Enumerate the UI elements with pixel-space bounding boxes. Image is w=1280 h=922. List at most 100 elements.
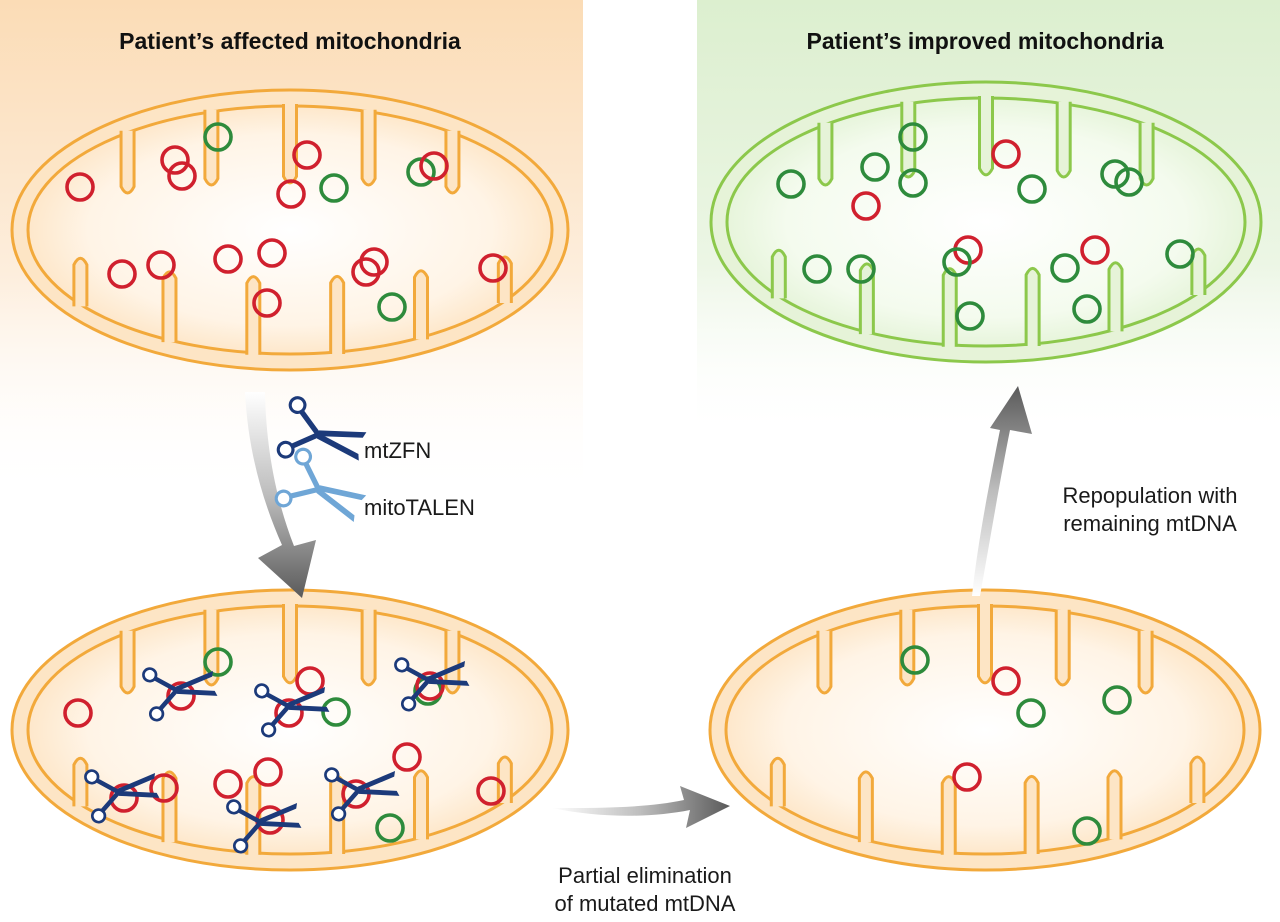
mutated-mtdna-circle [65, 172, 95, 202]
wildtype-mtdna-circle [900, 645, 930, 675]
mutated-mtdna-circle [107, 259, 137, 289]
crista [770, 248, 787, 299]
wildtype-mtdna-circle [1072, 816, 1102, 846]
scissors-icon [226, 799, 302, 854]
mutated-mtdna-circle [359, 247, 389, 277]
crista [329, 274, 346, 354]
wildtype-mtdna-circle [1100, 159, 1130, 189]
wildtype-mtdna-circle [203, 122, 233, 152]
wildtype-mtdna-circle [1165, 239, 1195, 269]
crista [1106, 769, 1123, 840]
scissors-icon [274, 447, 367, 522]
mutated-mtdna-circle [253, 757, 283, 787]
mutated-mtdna-circle [478, 253, 508, 283]
scissors-icon [142, 667, 218, 722]
crista [857, 770, 874, 843]
mutated-mtdna-circle [276, 179, 306, 209]
mutated-mtdna-circle [252, 288, 282, 318]
repopulation-line-1: Repopulation with [1062, 483, 1238, 508]
crista [1189, 755, 1206, 803]
crista [72, 256, 89, 307]
scissors-icon [324, 767, 400, 822]
crista [941, 267, 958, 347]
wildtype-mtdna-circle [321, 697, 351, 727]
mutated-mtdna-circle [257, 238, 287, 268]
repopulation-step-label: Repopulation with remaining mtDNA [1030, 482, 1270, 538]
wildtype-mtdna-circle [319, 173, 349, 203]
elimination-arrow [552, 786, 730, 828]
treated-mitochondrion [10, 588, 570, 872]
mutated-mtdna-circle [274, 698, 304, 728]
wildtype-mtdna-circle [955, 301, 985, 331]
crista [496, 255, 513, 303]
crista [360, 609, 377, 687]
crista [978, 96, 994, 177]
elimination-line-2: of mutated mtDNA [554, 891, 736, 916]
crista [977, 604, 993, 685]
crista [1055, 101, 1072, 179]
repopulation-arrow [972, 386, 1032, 596]
crista [119, 630, 136, 695]
mutated-mtdna-circle [63, 698, 93, 728]
mutated-mtdna-circle [415, 671, 445, 701]
mutated-mtdna-circle [149, 773, 179, 803]
nuclease-legend [274, 396, 367, 522]
crista [282, 604, 298, 685]
mtzfn-label: mtZFN [364, 438, 432, 463]
treatment-arrow [245, 392, 316, 598]
crista [444, 630, 461, 695]
wildtype-mtdna-circle [846, 254, 876, 284]
wildtype-mtdna-circle [1050, 253, 1080, 283]
crista [817, 122, 834, 187]
affected-mitochondrion [10, 88, 570, 372]
crista [161, 770, 178, 843]
mutated-mtdna-circle [213, 244, 243, 274]
crista [444, 130, 461, 195]
crista [119, 130, 136, 195]
crista [161, 270, 178, 343]
crista [816, 630, 833, 695]
crista [1137, 630, 1154, 695]
repopulation-line-2: remaining mtDNA [1063, 511, 1237, 536]
wildtype-mtdna-circle [1114, 167, 1144, 197]
elimination-line-1: Partial elimination [558, 863, 732, 888]
improved-panel-title: Patient’s improved mitochondria [806, 28, 1164, 54]
scissors-icon [84, 769, 160, 824]
crista [1107, 261, 1124, 332]
wildtype-mtdna-circle [942, 247, 972, 277]
mutated-mtdna-circle [952, 762, 982, 792]
mutated-mtdna-circle [851, 191, 881, 221]
wildtype-mtdna-circle [1017, 174, 1047, 204]
mutated-mtdna-circle [146, 250, 176, 280]
wildtype-mtdna-circle [802, 254, 832, 284]
mutated-mtdna-circle [351, 257, 381, 287]
crista [1054, 609, 1071, 687]
crista [1024, 266, 1041, 346]
mutated-mtdna-circle [392, 742, 422, 772]
wildtype-mtdna-circle [898, 122, 928, 152]
wildtype-mtdna-circle [375, 813, 405, 843]
crista [360, 109, 377, 187]
crista [496, 755, 513, 803]
cleared-mitochondrion [708, 588, 1262, 872]
crista [413, 269, 429, 340]
elimination-step-label: Partial elimination of mutated mtDNA [520, 862, 770, 918]
wildtype-mtdna-circle [1072, 294, 1102, 324]
crista [940, 775, 957, 855]
wildtype-mtdna-circle [1016, 698, 1046, 728]
mutated-mtdna-circle [213, 769, 243, 799]
crista [282, 104, 298, 185]
wildtype-mtdna-circle [860, 152, 890, 182]
mutated-mtdna-circle [991, 666, 1021, 696]
mutated-mtdna-circle [1080, 235, 1110, 265]
mutated-mtdna-circle [419, 151, 449, 181]
crista [72, 756, 89, 807]
wildtype-mtdna-circle [898, 168, 928, 198]
mitotalen-label: mitoTALEN [364, 495, 475, 520]
mutated-mtdna-circle [160, 145, 190, 175]
scissors-icon [394, 657, 470, 712]
crista [245, 275, 262, 355]
mutated-mtdna-circle [476, 776, 506, 806]
wildtype-mtdna-circle [776, 169, 806, 199]
